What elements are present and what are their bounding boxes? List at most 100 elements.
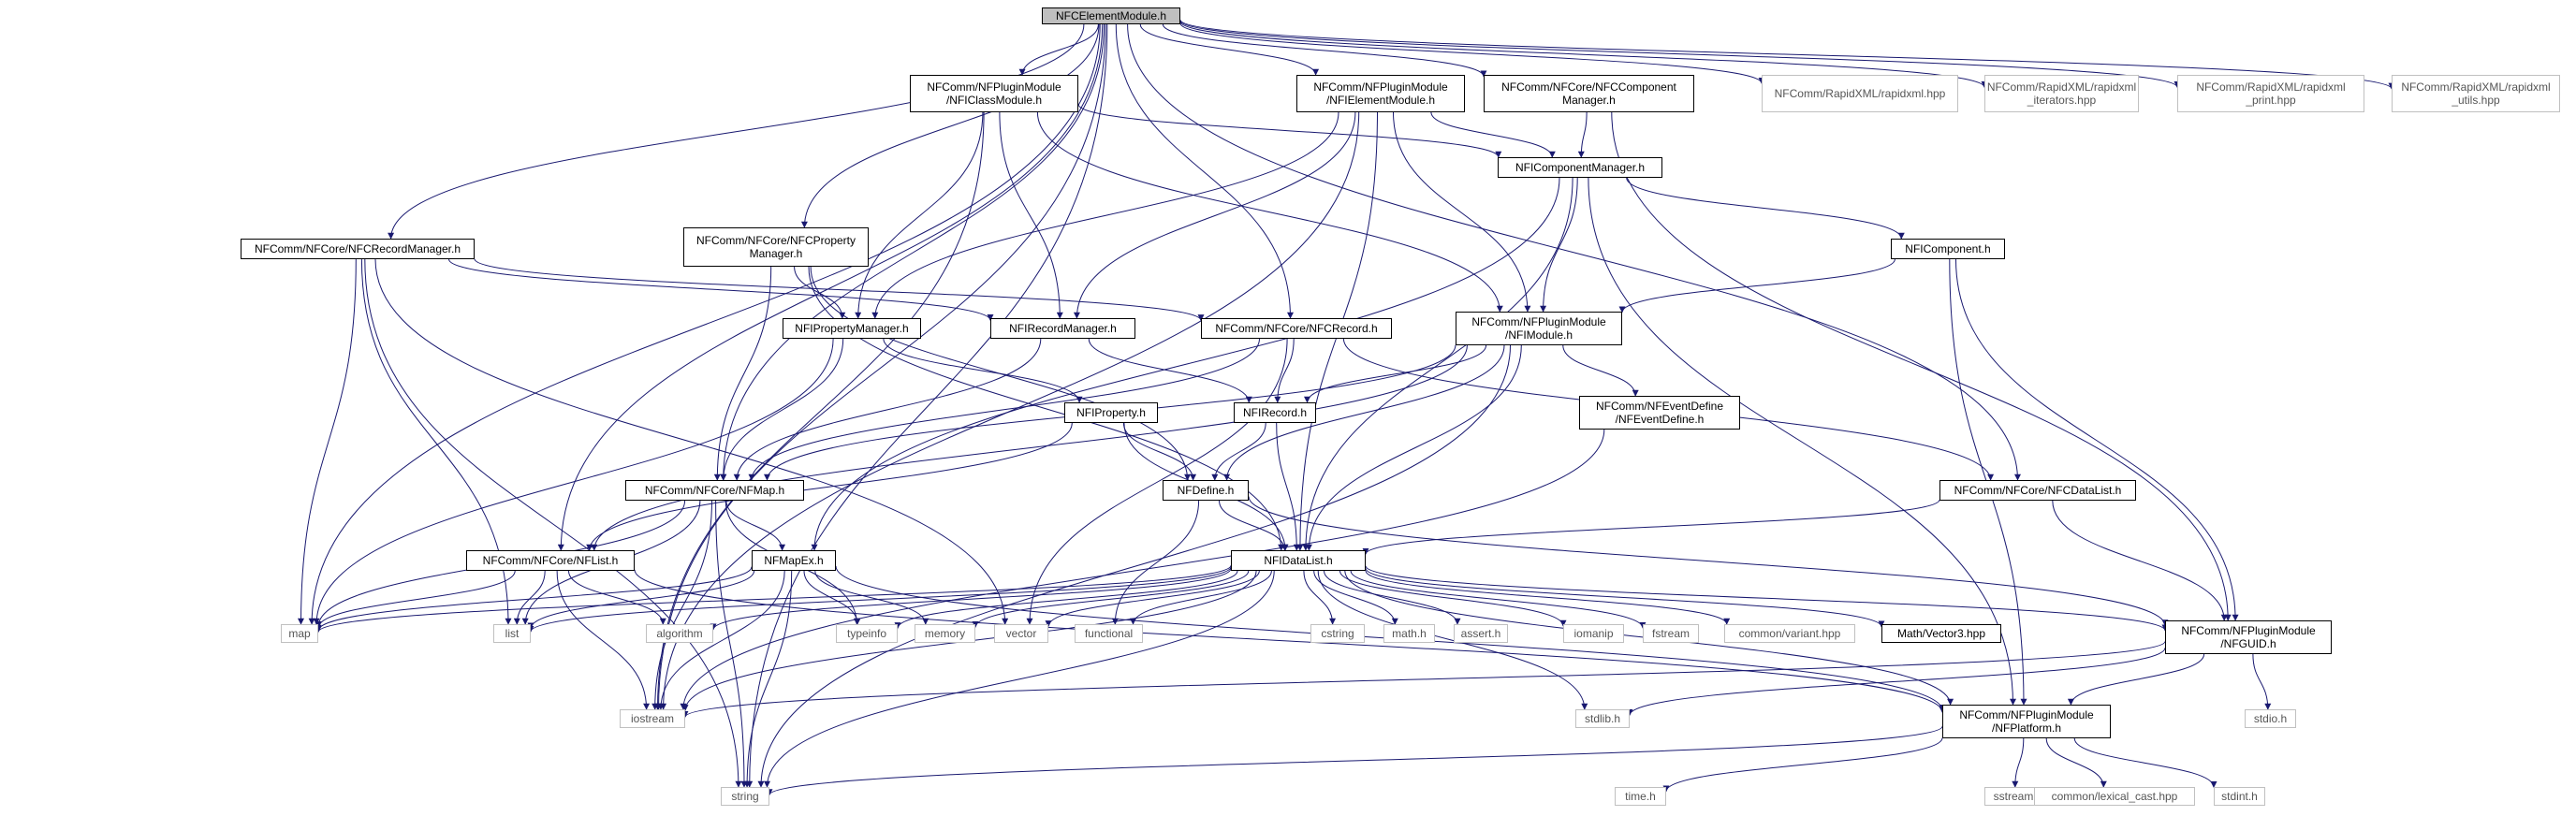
edge-crecmgr-to-irecmgr (448, 258, 994, 321)
edge-cdatalist-to-idatalist (1362, 499, 1940, 555)
edge-crecord-to-vector (1026, 338, 1288, 625)
node-vector3[interactable]: Math/Vector3.hpp (1881, 624, 2001, 643)
node-nfmap[interactable]: NFComm/NFCore/NFMap.h (625, 480, 804, 501)
edge-mapex-to-typeinfo (803, 570, 861, 625)
edge-ccompmgr-to-guid (1611, 111, 2232, 621)
edge-irecord-to-idatalist (1276, 422, 1300, 551)
node-crecmgr[interactable]: NFComm/NFCore/NFCRecordManager.h (241, 239, 475, 259)
node-icomp[interactable]: NFIComponent.h (1891, 239, 2005, 259)
node-asserth: assert.h (1454, 624, 1508, 643)
edge-root-to-cpropmgr (800, 23, 1100, 228)
node-cdatalist[interactable]: NFComm/NFCore/NFCDataList.h (1939, 480, 2136, 501)
edge-root-to-map (308, 23, 1101, 625)
node-evdef[interactable]: NFComm/NFEventDefine/NFEventDefine.h (1579, 396, 1740, 430)
edge-root-to-iclassmod (1018, 23, 1099, 76)
edge-imodule-to-irecord (1304, 344, 1487, 403)
node-root[interactable]: NFCElementModule.h (1042, 7, 1180, 24)
node-irecord[interactable]: NFIRecord.h (1234, 402, 1316, 423)
node-sstream: sstream (1984, 787, 2042, 806)
node-nflist[interactable]: NFComm/NFCore/NFList.h (466, 550, 635, 571)
edge-root-to-cdatalist (1127, 23, 2021, 481)
node-stdlib: stdlib.h (1575, 709, 1630, 728)
node-stdio: stdio.h (2245, 709, 2296, 728)
node-variant: common/variant.hpp (1724, 624, 1855, 643)
edge-nfmap-to-iostream (651, 500, 712, 710)
edge-mapex-to-memory (814, 570, 929, 625)
edge-imodule-to-nflist (591, 344, 1468, 551)
node-crecord[interactable]: NFComm/NFCore/NFCRecord.h (1201, 318, 1392, 339)
edge-iclassmod-to-irecmgr (999, 111, 1063, 319)
edge-imodule-to-evdef (1562, 344, 1639, 397)
node-fstream: fstream (1643, 624, 1699, 643)
edge-idatalist-to-asserth (1324, 570, 1461, 625)
node-define[interactable]: NFDefine.h (1163, 480, 1249, 501)
edge-idatalist-to-variant (1365, 570, 1731, 625)
edge-guid-to-stdio (2252, 653, 2272, 710)
edge-idatalist-to-map (315, 564, 1232, 634)
edge-idatalist-to-fstream (1350, 570, 1647, 629)
edge-define-to-functional (1111, 500, 1200, 625)
edge-cpropmgr-to-idatalist (808, 266, 1285, 551)
node-idatalist[interactable]: NFIDataList.h (1231, 550, 1366, 571)
edge-root-to-nfmap (720, 23, 1105, 481)
edge-ielemmod-to-irecmgr (1073, 111, 1356, 319)
edge-irecmgr-to-nfmap (733, 338, 1042, 481)
edge-idatalist-to-list (527, 566, 1232, 633)
edge-ielemmod-to-icompmgr (1430, 111, 1556, 158)
node-guid[interactable]: NFComm/NFPluginModule/NFGUID.h (2165, 620, 2332, 654)
edge-icomp-to-guid (1955, 258, 2239, 621)
node-ipropmgr[interactable]: NFIPropertyManager.h (783, 318, 921, 339)
node-mapex[interactable]: NFMapEx.h (752, 550, 836, 571)
edge-nflist-to-list (513, 570, 546, 625)
node-lexcast: common/lexical_cast.hpp (2034, 787, 2195, 806)
node-timeh: time.h (1615, 787, 1666, 806)
node-map: map (281, 624, 318, 643)
edge-iclassmod-to-ipropmgr (855, 111, 984, 319)
edge-ielemmod-to-ipropmgr (871, 111, 1339, 319)
edge-idatalist-to-iomanip (1339, 570, 1567, 627)
edge-iprop-to-define (1122, 422, 1197, 481)
edge-icomp-to-imodule (1618, 258, 1895, 313)
edge-iclassmod-to-imodule (1036, 111, 1503, 313)
edge-root-to-ielemmod (1139, 23, 1320, 76)
edge-icompmgr-to-idatalist (1302, 177, 1573, 551)
node-ielemmod[interactable]: NFComm/NFPluginModule/NFIElementModule.h (1296, 75, 1465, 112)
edge-icompmgr-to-platform (1588, 177, 2016, 706)
edge-iprop-to-nflist (586, 422, 1073, 551)
edge-guid-to-platform (2067, 653, 2205, 706)
edge-crecord-to-irecord (1274, 338, 1295, 403)
edge-platform-to-sstream (2012, 737, 2025, 788)
node-iomanip: iomanip (1563, 624, 1624, 643)
edge-nflist-to-platform (634, 569, 1946, 713)
node-functional: functional (1075, 624, 1143, 643)
edge-irecord-to-define (1211, 422, 1266, 481)
edge-evdef-to-iostream (680, 429, 1605, 710)
edge-idatalist-to-vector3 (1365, 567, 1885, 628)
node-platform[interactable]: NFComm/NFPluginModule/NFPlatform.h (1942, 705, 2111, 738)
edge-imodule-to-string (757, 344, 1511, 788)
node-iclassmod[interactable]: NFComm/NFPluginModule/NFIClassModule.h (910, 75, 1078, 112)
edge-idatalist-to-vector (1045, 570, 1260, 628)
edge-platform-to-timeh (1662, 737, 1943, 793)
edge-idatalist-to-mathh (1313, 570, 1398, 625)
node-icompmgr[interactable]: NFIComponentManager.h (1498, 157, 1662, 178)
node-imodule[interactable]: NFComm/NFPluginModule/NFIModule.h (1456, 312, 1622, 345)
edge-platform-to-string (766, 725, 1943, 796)
edge-idatalist-to-functional (1130, 570, 1272, 625)
edge-nflist-to-iostream (556, 570, 651, 710)
node-irecmgr[interactable]: NFIRecordManager.h (990, 318, 1135, 339)
edge-mapex-to-iostream (657, 570, 785, 710)
edge-nflist-to-map (315, 570, 516, 629)
node-iprop[interactable]: NFIProperty.h (1064, 402, 1158, 423)
edge-idatalist-to-typeinfo (894, 570, 1238, 630)
edge-platform-to-stdint (2073, 737, 2217, 788)
edge-nfmap-to-string (715, 500, 748, 788)
edge-root-to-iostream (655, 23, 1106, 710)
edge-iclassmod-to-icompmgr (1077, 104, 1502, 158)
edge-guid-to-stdlib (1626, 648, 2166, 716)
edge-idatalist-to-stdlib (1317, 570, 1588, 710)
node-iostream: iostream (620, 709, 685, 728)
